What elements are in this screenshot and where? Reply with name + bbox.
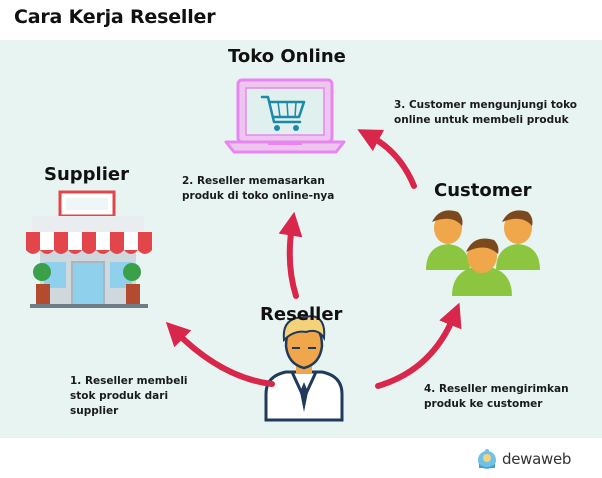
page-title: Cara Kerja Reseller <box>14 6 216 28</box>
node-label-reseller: Reseller <box>260 304 343 325</box>
customers-icon <box>426 210 540 296</box>
step-1-text: 1. Reseller membeli stok produk dari sup… <box>70 375 188 417</box>
step-2-text: 2. Reseller memasarkan produk di toko on… <box>182 175 335 202</box>
arrow-reseller-to-toko <box>278 211 303 299</box>
laptop-cart-icon <box>224 78 346 154</box>
store-icon <box>26 190 152 308</box>
dewaweb-logo-icon <box>478 449 496 469</box>
reseller-person-icon <box>264 314 344 422</box>
step-4-text: 4. Reseller mengirimkan produk ke custom… <box>424 383 569 410</box>
step-3-text: 3. Customer mengunjungi toko online untu… <box>394 99 577 126</box>
node-label-toko-online: Toko Online <box>228 46 346 67</box>
arrow-reseller-to-customer <box>375 302 462 389</box>
logo-text: dewaweb <box>502 450 572 468</box>
dewaweb-logo: dewaweb <box>476 448 571 470</box>
node-label-supplier: Supplier <box>44 164 129 185</box>
node-label-customer: Customer <box>434 180 532 201</box>
arrow-reseller-to-supplier <box>165 321 275 387</box>
arrow-customer-to-toko <box>357 129 417 189</box>
